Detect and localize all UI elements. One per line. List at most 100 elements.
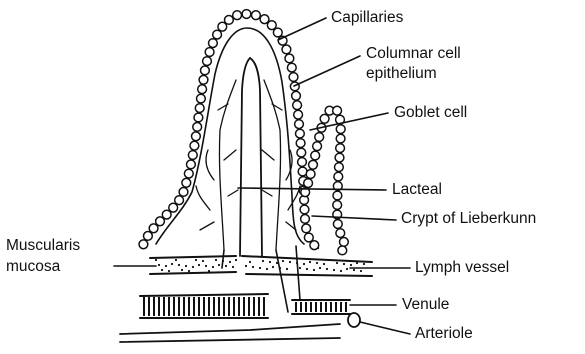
label-arteriole: Arteriole: [415, 325, 473, 343]
epithelial-cell: [169, 203, 178, 212]
stipple-dot: [252, 266, 254, 268]
stipple-dot: [360, 270, 362, 272]
epithelial-cell: [295, 120, 304, 129]
arteriole-lumen: [348, 313, 360, 327]
stipple-dot: [296, 262, 298, 264]
epithelial-cell: [333, 220, 342, 229]
epithelial-cell: [182, 178, 191, 187]
epithelial-cell: [315, 133, 324, 142]
stipple-dot: [168, 270, 170, 272]
epithelial-cell: [213, 30, 222, 39]
epithelial-cell: [333, 106, 342, 115]
stipple-dot: [178, 264, 180, 266]
muscularis-band: [150, 256, 372, 276]
stipple-dot: [356, 262, 358, 264]
epithelial-cell: [192, 132, 201, 141]
stipple-dot: [158, 264, 160, 266]
epithelial-cell: [193, 123, 202, 132]
epithelial-cell: [304, 233, 313, 242]
stipple-dot: [175, 259, 177, 261]
stipple-dot: [319, 267, 321, 269]
epithelial-cell: [194, 113, 203, 122]
stipple-dot: [279, 267, 281, 269]
epithelial-cell: [311, 151, 320, 160]
epithelial-cell: [334, 172, 343, 181]
label-muscularis: Muscularis: [6, 237, 80, 255]
label-lymph-vessel: Lymph vessel: [415, 259, 509, 277]
epithelial-cell: [338, 246, 347, 255]
label-mucosa: mucosa: [6, 258, 60, 276]
epithelial-cells: [139, 10, 348, 255]
label-venule: Venule: [402, 296, 449, 314]
epithelial-cell: [292, 91, 301, 100]
epithelial-cell: [336, 134, 345, 143]
epithelial-cell: [333, 201, 342, 210]
epithelial-cell: [282, 45, 291, 54]
stipple-dot: [232, 266, 234, 268]
epithelial-cell: [336, 144, 345, 153]
stipple-dot: [245, 265, 247, 267]
epithelial-cell: [289, 73, 298, 82]
epithelial-cell: [285, 54, 294, 63]
epithelial-cell: [184, 169, 193, 178]
lacteal-wall-left: [240, 58, 250, 256]
stipple-dot: [235, 259, 237, 261]
epithelial-cell: [302, 224, 311, 233]
epithelial-cell: [203, 57, 212, 66]
stipple-dot: [259, 267, 261, 269]
epithelial-cell: [144, 232, 153, 241]
stipple-dot: [346, 268, 348, 270]
stipple-dot: [343, 263, 345, 265]
epithelial-cell: [293, 101, 302, 110]
stipple-dot: [188, 270, 190, 272]
epithelial-cell: [209, 39, 218, 48]
epithelial-cell: [201, 66, 210, 75]
epithelial-cell: [225, 16, 234, 25]
epithelial-cell: [195, 104, 204, 113]
stipple-dot: [181, 269, 183, 271]
arteriole-vessel: [120, 324, 340, 342]
stipple-dot: [272, 266, 274, 268]
epithelial-cell: [233, 11, 242, 20]
stipple-dot: [218, 264, 220, 266]
epithelial-cell: [340, 238, 349, 247]
epithelial-cell: [175, 196, 184, 205]
epithelial-cell: [273, 28, 282, 37]
epithelial-cell: [294, 110, 303, 119]
stipple-dot: [269, 261, 271, 263]
epithelial-cell: [336, 229, 345, 238]
stipple-dot: [326, 268, 328, 270]
stipple-dot: [266, 268, 268, 270]
stipple-dot: [185, 265, 187, 267]
epithelial-cell: [336, 125, 345, 134]
villus-inner-contour: [156, 28, 304, 244]
stipple-dot: [282, 260, 284, 262]
stipple-dot: [313, 269, 315, 271]
epithelial-cell: [335, 153, 344, 162]
epithelial-cell: [320, 114, 329, 123]
stipple-dot: [306, 268, 308, 270]
epithelial-cell: [179, 188, 188, 197]
epithelial-cell: [252, 11, 261, 20]
label-goblet-cell: Goblet cell: [394, 104, 467, 122]
epithelial-cell: [298, 158, 307, 167]
epithelial-cell: [197, 94, 206, 103]
stipple-dot: [333, 269, 335, 271]
stipple-dot: [202, 260, 204, 262]
label-capillaries: Capillaries: [331, 9, 403, 27]
epithelial-cell: [296, 139, 305, 148]
stipple-dot: [323, 263, 325, 265]
stipple-dot: [229, 261, 231, 263]
epithelial-cell: [287, 63, 296, 72]
epithelial-cell: [333, 191, 342, 200]
stipple-dot: [276, 262, 278, 264]
stipple-dot: [205, 265, 207, 267]
epithelial-cell: [300, 205, 309, 214]
stipple-dot: [171, 263, 173, 265]
stipple-dot: [316, 262, 318, 264]
epithelial-cell: [304, 179, 313, 188]
stipple-dot: [225, 265, 227, 267]
label-crypt: Crypt of Lieberkunn: [401, 210, 536, 228]
